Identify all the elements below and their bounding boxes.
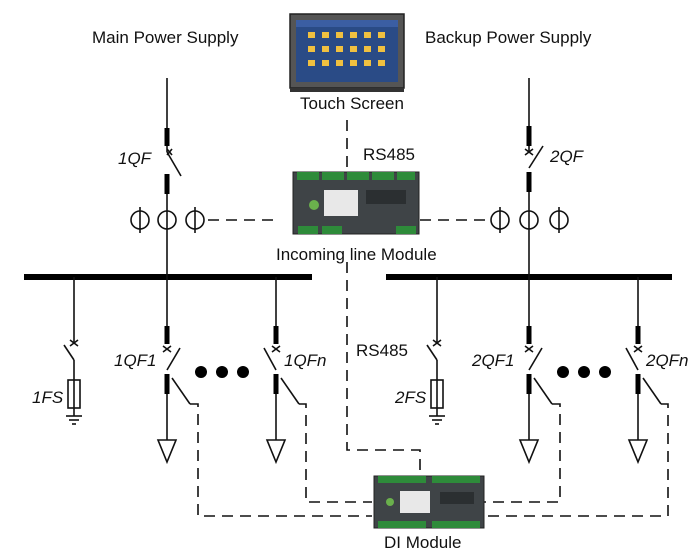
feeder-2qf1: [518, 277, 553, 465]
rs485-middle-label: RS485: [356, 341, 408, 360]
fuse-1fs-label: 1FS: [32, 388, 64, 407]
main-power-supply-label: Main Power Supply: [92, 28, 239, 47]
feeder-ellipsis-left: [195, 366, 249, 378]
touch-screen-label: Touch Screen: [300, 94, 404, 113]
right-fuse-branch: [426, 277, 445, 425]
backup-incoming-line: [490, 78, 569, 277]
signal-wiring: [190, 120, 669, 517]
breaker-1qf1-label: 1QF1: [114, 351, 157, 370]
incoming-line-module-label: Incoming line Module: [276, 245, 437, 264]
feeder-ellipsis-right: [557, 366, 611, 378]
breaker-2qf-label: 2QF: [549, 147, 585, 166]
backup-power-supply-label: Backup Power Supply: [425, 28, 592, 47]
current-transformers-right: [490, 207, 569, 233]
main-incoming-line: [130, 78, 205, 277]
incoming-line-module-device: [292, 171, 420, 235]
breaker-1qfn-label: 1QFn: [284, 351, 327, 370]
feeder-2qfn: [625, 277, 662, 465]
breaker-2qfn-label: 2QFn: [645, 351, 689, 370]
feeder-1qfn: [263, 277, 300, 465]
touch-screen-device: [289, 13, 405, 92]
breaker-1qf-label: 1QF: [118, 149, 153, 168]
current-transformers-left: [130, 207, 205, 233]
feeder-1qf1: [156, 277, 191, 465]
di-module-device: [373, 475, 485, 529]
di-module-label: DI Module: [384, 533, 461, 552]
breaker-2qf1-label: 2QF1: [471, 351, 515, 370]
fuse-2fs-label: 2FS: [394, 388, 427, 407]
left-fuse-branch: [63, 277, 82, 425]
rs485-top-label: RS485: [363, 145, 415, 164]
